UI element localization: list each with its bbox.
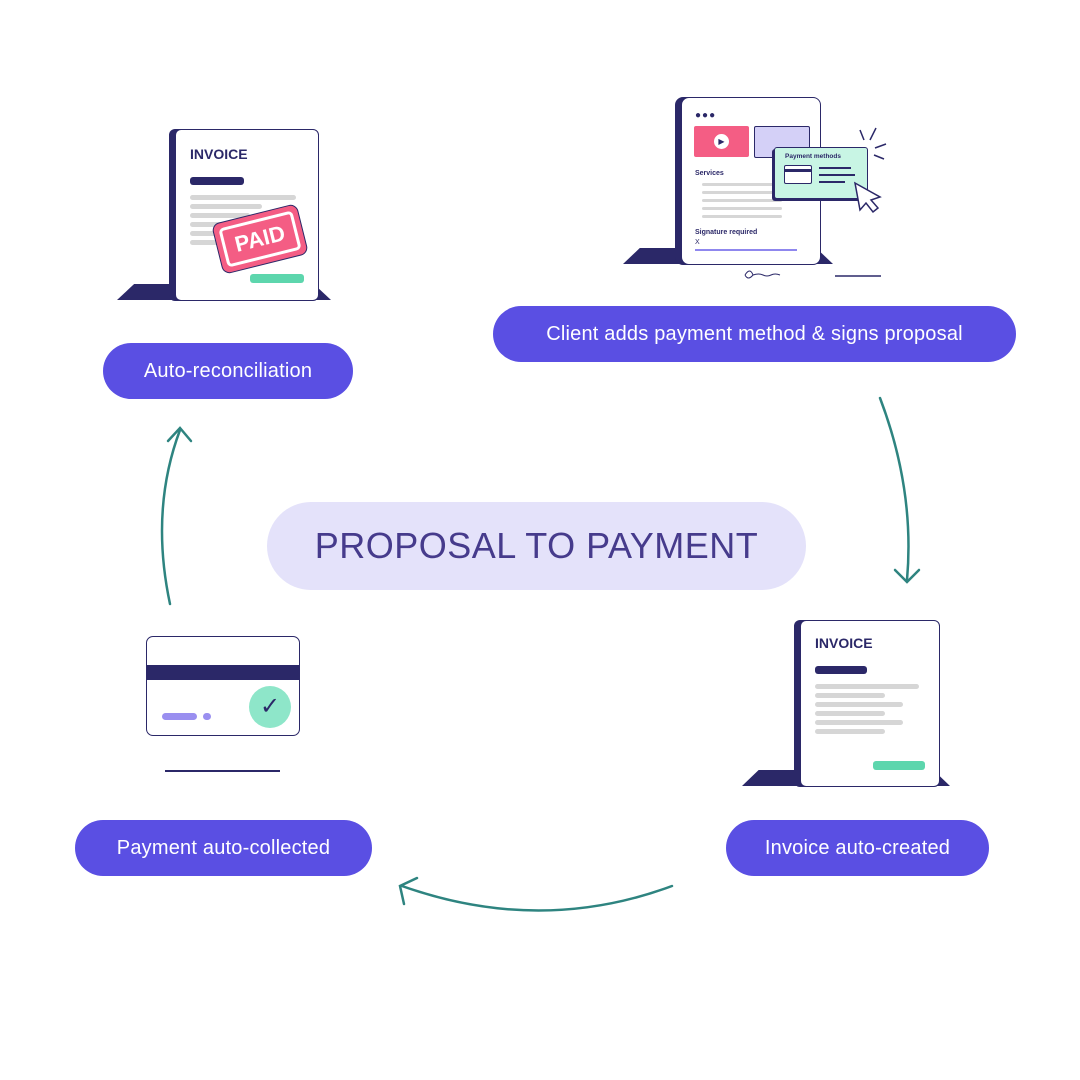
step-proposal: Client adds payment method & signs propo… [493, 306, 1016, 362]
service-line [702, 207, 782, 210]
invoice-title-bar [815, 666, 867, 674]
text-line [190, 240, 230, 245]
card-number-bar [162, 713, 197, 720]
green-bar [873, 761, 925, 770]
diagram-title: PROPOSAL TO PAYMENT [267, 502, 806, 590]
checkmark-icon: ✓ [249, 686, 291, 728]
popup-line [819, 174, 855, 176]
services-label: Services [695, 170, 724, 177]
text-line [815, 693, 885, 698]
service-line [702, 191, 782, 194]
text-line [190, 231, 230, 236]
window-dots-icon: ●●● [695, 110, 717, 121]
signature-x: X [695, 239, 700, 246]
arrow-proposal-to-invoice [878, 396, 910, 582]
arrowhead [893, 568, 921, 584]
arrow-payment-to-reconciliation [160, 428, 182, 606]
text-line [815, 711, 885, 716]
text-line [815, 729, 885, 734]
step-invoice: Invoice auto-created [726, 820, 989, 876]
underline [165, 770, 280, 772]
payment-methods-label: Payment methods [785, 153, 841, 160]
step-payment: Payment auto-collected [75, 820, 372, 876]
service-line [702, 199, 782, 202]
text-line [190, 204, 262, 209]
text-line [815, 702, 903, 707]
text-line [815, 720, 903, 725]
text-line [815, 684, 919, 689]
text-line [190, 195, 296, 200]
invoice-title-bar [190, 177, 244, 185]
arrowhead [398, 876, 419, 906]
credit-card: ✓ [146, 636, 300, 736]
cursor-icon [744, 127, 887, 279]
invoice-heading: INVOICE [815, 635, 873, 651]
step-reconciliation: Auto-reconciliation [103, 343, 353, 399]
text-line [190, 213, 250, 218]
arrow-invoice-to-payment [400, 884, 674, 912]
signature-scribble [744, 270, 781, 279]
card-icon [784, 165, 812, 184]
signature-line [695, 249, 797, 251]
invoice-document: INVOICE [800, 620, 940, 787]
card-stripe [147, 665, 299, 680]
popup-line [819, 181, 845, 183]
arrowhead [166, 426, 193, 443]
service-line [702, 183, 782, 186]
signature-label: Signature required [695, 229, 758, 236]
popup-line [819, 167, 851, 169]
video-block: ▶ [694, 126, 749, 157]
green-bar [250, 274, 304, 283]
payment-methods-popup[interactable]: Payment methods [774, 147, 868, 199]
card-dot [203, 713, 211, 720]
text-line [190, 222, 230, 227]
service-line [702, 215, 782, 218]
play-icon: ▶ [714, 134, 729, 149]
invoice-heading: INVOICE [190, 146, 248, 162]
